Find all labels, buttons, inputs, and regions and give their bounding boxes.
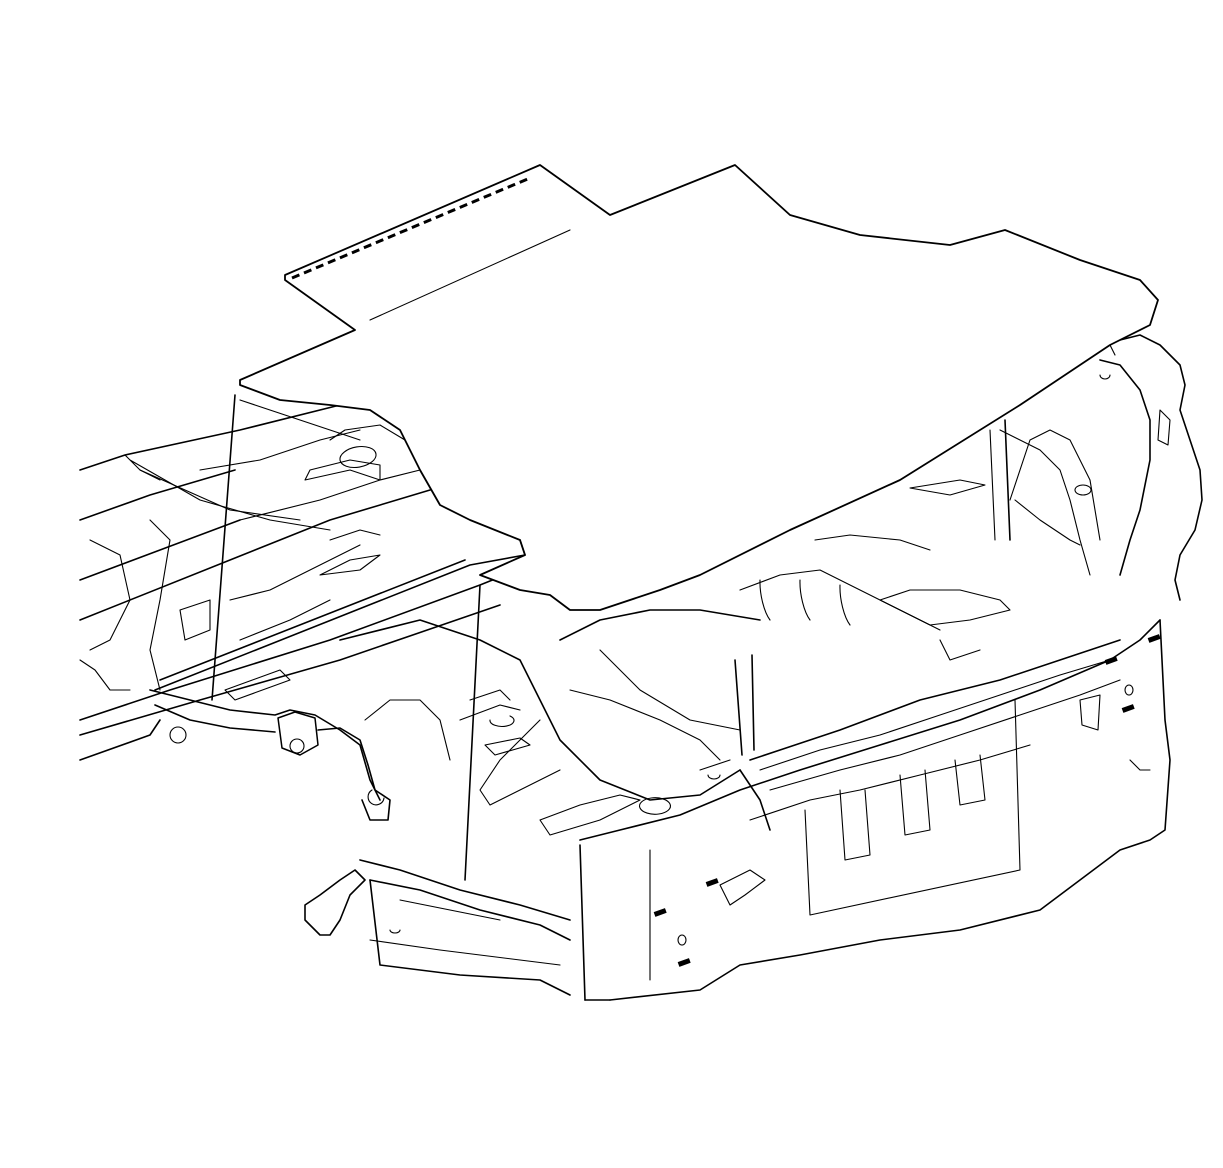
rear-end-panel — [579, 619, 1171, 1001]
trim-panel-fastener-edge — [291, 176, 531, 280]
trunk-floor — [339, 479, 1011, 836]
bolt-icon — [1121, 704, 1135, 713]
bolt-icon — [705, 878, 719, 887]
rear-bumper-bracket — [304, 859, 571, 996]
leader-line-5 — [1004, 419, 1011, 541]
leader-lines — [211, 394, 1011, 881]
leader-line-4 — [751, 654, 755, 751]
leader-line-2 — [464, 584, 481, 881]
leader-line-1 — [211, 394, 236, 701]
bolt-icon — [1104, 656, 1118, 665]
bolt-icon — [653, 908, 667, 917]
rear-end-panel-bolts — [653, 634, 1161, 967]
floor-cover-panel — [154, 399, 526, 691]
bolt-icon — [1147, 634, 1161, 643]
bolt-icon — [677, 958, 691, 967]
rear-compartment-trim-panel — [239, 164, 1159, 611]
rear-crossmember — [149, 689, 451, 821]
leader-line-3 — [734, 659, 743, 756]
right-quarter-panel — [989, 334, 1203, 601]
